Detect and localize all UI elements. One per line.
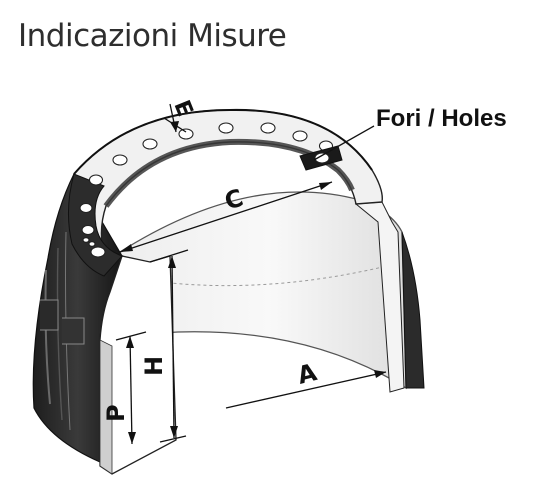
arrow-c-start <box>120 244 133 252</box>
dim-line-c <box>119 181 333 253</box>
dim-label-h: H <box>140 356 168 376</box>
wall-rib-2 <box>56 247 63 421</box>
arrow-p-top <box>126 336 134 348</box>
arrow-c-end <box>319 182 332 190</box>
bolt-hole <box>88 241 96 247</box>
dim-line-h <box>171 255 175 439</box>
bolt-hole <box>79 202 93 214</box>
dimension-arrows <box>120 121 386 444</box>
page-title: Indicazioni Misure <box>18 18 287 54</box>
dim-ext-h-bottom <box>159 435 187 443</box>
bolt-hole <box>90 246 106 258</box>
flange-outer-shadow <box>73 108 373 175</box>
cut-section-shade <box>99 339 113 475</box>
arrow-h-top <box>168 256 176 268</box>
bolt-hole <box>81 224 95 236</box>
bolt-hole <box>112 154 128 166</box>
dimension-lines <box>115 103 387 445</box>
bolt-hole <box>178 128 194 140</box>
drum-right-cut <box>354 201 405 393</box>
dim-ext-h-top <box>149 249 189 263</box>
arrow-e <box>170 121 179 132</box>
dim-line-p <box>129 335 133 445</box>
bolt-hole <box>82 237 90 243</box>
bolt-holes <box>79 122 334 258</box>
inner-rim-dashed <box>119 263 396 287</box>
arrow-a-end <box>374 370 386 378</box>
bolt-hole <box>142 138 158 150</box>
wall-step <box>40 299 59 331</box>
arrow-h-bottom <box>170 426 178 438</box>
wall-step-2 <box>62 317 85 345</box>
holes-callout-label: Fori / Holes <box>376 105 507 132</box>
flange-inner-edge <box>103 138 355 208</box>
dim-label-a: A <box>295 358 320 390</box>
dim-ext-p-top <box>115 331 147 341</box>
bolt-hole <box>260 122 276 134</box>
dim-label-p: P <box>102 404 130 422</box>
dim-line-a <box>225 371 387 409</box>
wall-rib-1 <box>44 269 51 405</box>
bolt-hole <box>218 122 234 134</box>
drum-cut-section <box>99 255 177 475</box>
flange-underside <box>67 173 123 277</box>
bolt-hole <box>88 174 104 186</box>
holes-slot-hole <box>314 152 330 164</box>
holes-leader <box>313 125 375 161</box>
bolt-hole <box>292 130 308 142</box>
arrow-p-bottom <box>128 432 136 444</box>
drum-right-wall <box>401 231 425 389</box>
